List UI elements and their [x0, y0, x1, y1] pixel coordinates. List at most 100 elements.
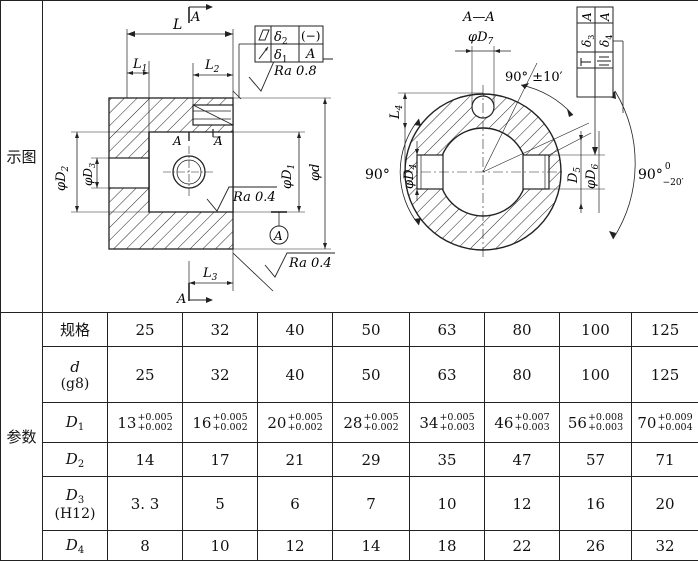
svg-text:A: A	[598, 12, 612, 22]
tolerance-lower: +0.002	[212, 423, 247, 433]
dim-D7: φD7	[468, 30, 494, 47]
row-label-D4: D4	[43, 531, 108, 561]
table-cell: 40	[258, 347, 333, 403]
tolerance-lower: +0.003	[514, 423, 549, 433]
table-cell: 8	[108, 531, 183, 561]
table-cell: 28+0.005+0.002	[333, 403, 410, 443]
spec-size: 32	[183, 313, 258, 347]
params-label: 参数	[1, 313, 43, 561]
section-mark-mid1: A	[172, 134, 182, 148]
table-cell: 32	[183, 347, 258, 403]
row-label-D2: D2	[43, 443, 108, 477]
table-cell: 26	[560, 531, 632, 561]
angle-90-pm: 90° ±10′	[505, 70, 563, 85]
tolerance-upper: +0.007	[514, 413, 549, 423]
table-cell: 20	[632, 477, 698, 531]
table-cell: 10	[183, 531, 258, 561]
table-cell: 34+0.005+0.003	[410, 403, 485, 443]
tolerance-base: 70	[637, 414, 656, 432]
table-cell: 3. 3	[108, 477, 183, 531]
dim-D2: φD2	[54, 165, 71, 191]
spec-size: 50	[333, 313, 410, 347]
tolerance-upper: +0.005	[137, 413, 172, 423]
tolerance-base: 28	[343, 414, 362, 432]
dim-L: L	[172, 17, 182, 33]
tolerance-lower: +0.004	[657, 423, 692, 433]
side-view: L L1 L2	[54, 4, 335, 307]
diagram-label: 示图	[1, 1, 43, 313]
diagram-cell: L L1 L2	[43, 1, 698, 313]
feature-control-frame-right: A δ3 A δ4	[577, 7, 623, 155]
spec-size: 125	[632, 313, 698, 347]
dim-D1: φD1	[280, 164, 297, 189]
table-cell: 6	[258, 477, 333, 531]
table-cell: 14	[108, 443, 183, 477]
table-cell: 16	[560, 477, 632, 531]
table-cell: 100	[560, 347, 632, 403]
spec-size: 100	[560, 313, 632, 347]
tolerance-base: 56	[568, 414, 587, 432]
table-cell: 35	[410, 443, 485, 477]
dim-L4: L4	[388, 104, 405, 120]
tolerance-upper: +0.008	[588, 413, 623, 423]
tolerance-lower: +0.002	[363, 423, 398, 433]
dim-D3: φD3	[81, 163, 97, 186]
table-cell: 16+0.005+0.002	[183, 403, 258, 443]
section-mark-mid2: A	[213, 134, 223, 148]
table-cell: 57	[560, 443, 632, 477]
table-cell: 80	[485, 347, 560, 403]
svg-text:A: A	[305, 47, 315, 62]
dim-D6: φD6	[584, 163, 601, 189]
table-cell: 13+0.005+0.002	[108, 403, 183, 443]
tolerance-lower: +0.002	[137, 423, 172, 433]
tolerance-upper: +0.005	[287, 413, 322, 423]
dim-d: φd	[308, 164, 323, 181]
tolerance-lower: +0.003	[588, 423, 623, 433]
tolerance-base: 13	[117, 414, 136, 432]
tolerance-upper: +0.009	[657, 413, 692, 423]
tolerance-base: 16	[192, 414, 211, 432]
table-cell: 70+0.009+0.004	[632, 403, 698, 443]
svg-text:A: A	[580, 12, 594, 22]
section-label: A—A	[462, 10, 495, 25]
row-label-D1: D1	[43, 403, 108, 443]
table-cell: 12	[485, 477, 560, 531]
tolerance-base: 20	[267, 414, 286, 432]
dim-L1: L1	[132, 57, 147, 74]
table-cell: 10	[410, 477, 485, 531]
section-view: A—A φD7	[365, 7, 684, 259]
table-cell: 56+0.008+0.003	[560, 403, 632, 443]
table-cell: 46+0.007+0.003	[485, 403, 560, 443]
table-cell: 14	[333, 531, 410, 561]
tolerance-lower: +0.003	[439, 423, 474, 433]
table-cell: 47	[485, 443, 560, 477]
table-cell: 71	[632, 443, 698, 477]
table-cell: 7	[333, 477, 410, 531]
tolerance-upper: +0.005	[439, 413, 474, 423]
table-cell: 17	[183, 443, 258, 477]
technical-drawing: L L1 L2	[43, 1, 698, 313]
tolerance-upper: +0.005	[363, 413, 398, 423]
table-cell: 125	[632, 347, 698, 403]
row-label-d: d(g8)	[43, 347, 108, 403]
svg-text:(−): (−)	[301, 29, 320, 43]
spec-size: 25	[108, 313, 183, 347]
dim-L3: L3	[202, 266, 218, 283]
angle-90-tol: 90°0−20′	[638, 162, 684, 188]
tolerance-upper: +0.005	[212, 413, 247, 423]
section-mark-top: A	[190, 10, 200, 25]
spec-size: 80	[485, 313, 560, 347]
spec-size: 63	[410, 313, 485, 347]
spec-size: 40	[258, 313, 333, 347]
table-cell: 20+0.005+0.002	[258, 403, 333, 443]
table-cell: 50	[333, 347, 410, 403]
roughness-04a: Ra 0.4	[232, 190, 276, 205]
dim-D5: D5	[566, 167, 583, 184]
table-cell: 18	[410, 531, 485, 561]
datum-A: A	[273, 229, 283, 243]
row-label-D3: D3(H12)	[43, 477, 108, 531]
table-cell: 32	[632, 531, 698, 561]
table-cell: 12	[258, 531, 333, 561]
